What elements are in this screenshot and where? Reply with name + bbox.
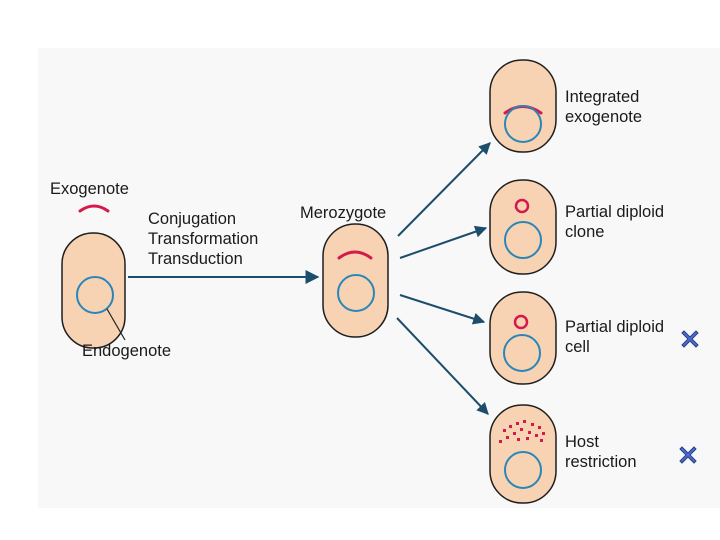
merozygote-exogenote	[337, 250, 373, 260]
outcome-cell-integrated	[489, 59, 557, 153]
merozygote-cell-body	[322, 223, 389, 338]
outcome-cell-restriction	[489, 404, 557, 504]
x-marker-icon	[681, 330, 699, 348]
degraded-dna-fragments	[499, 420, 545, 443]
outcome-label-clone-1: Partial diploid	[565, 203, 665, 221]
partial-plasmid	[513, 314, 529, 330]
arrow-cell	[399, 294, 486, 325]
method-transformation: Transformation	[148, 230, 259, 248]
merozygote-label: Merozygote	[300, 204, 387, 222]
source-nucleoid	[76, 276, 114, 314]
x-marker-icon	[679, 446, 697, 464]
source-cell	[61, 204, 126, 349]
endogenote-pointer	[106, 308, 126, 341]
outcome-label-partial-2: cell	[565, 338, 590, 356]
exogenote-fragment	[78, 204, 110, 213]
outcome-label-restriction-1: Host	[565, 433, 599, 451]
merozygote-cell	[322, 223, 389, 338]
clone-plasmid	[514, 198, 530, 214]
exogenote-label: Exogenote	[50, 180, 129, 198]
merozygote-nucleoid	[337, 274, 375, 312]
outcome-cell-clone	[489, 179, 557, 275]
outcome-label-integrated-1: Integrated	[565, 88, 640, 106]
arrow-integrated	[397, 142, 491, 237]
source-cell-body	[61, 232, 126, 349]
endogenote-label: Endogenote	[82, 342, 172, 360]
arrow-restriction	[396, 317, 489, 415]
outcome-label-restriction-2: restriction	[565, 453, 637, 471]
outcome-label-clone-2: clone	[565, 223, 605, 241]
method-conjugation: Conjugation	[148, 210, 237, 228]
outcome-label-partial-1: Partial diploid	[565, 318, 665, 336]
arrow-clone	[399, 225, 488, 259]
outcome-label-integrated-2: exogenote	[565, 108, 643, 126]
method-transduction: Transduction	[148, 250, 243, 268]
outcome-cell-partial	[489, 291, 557, 385]
